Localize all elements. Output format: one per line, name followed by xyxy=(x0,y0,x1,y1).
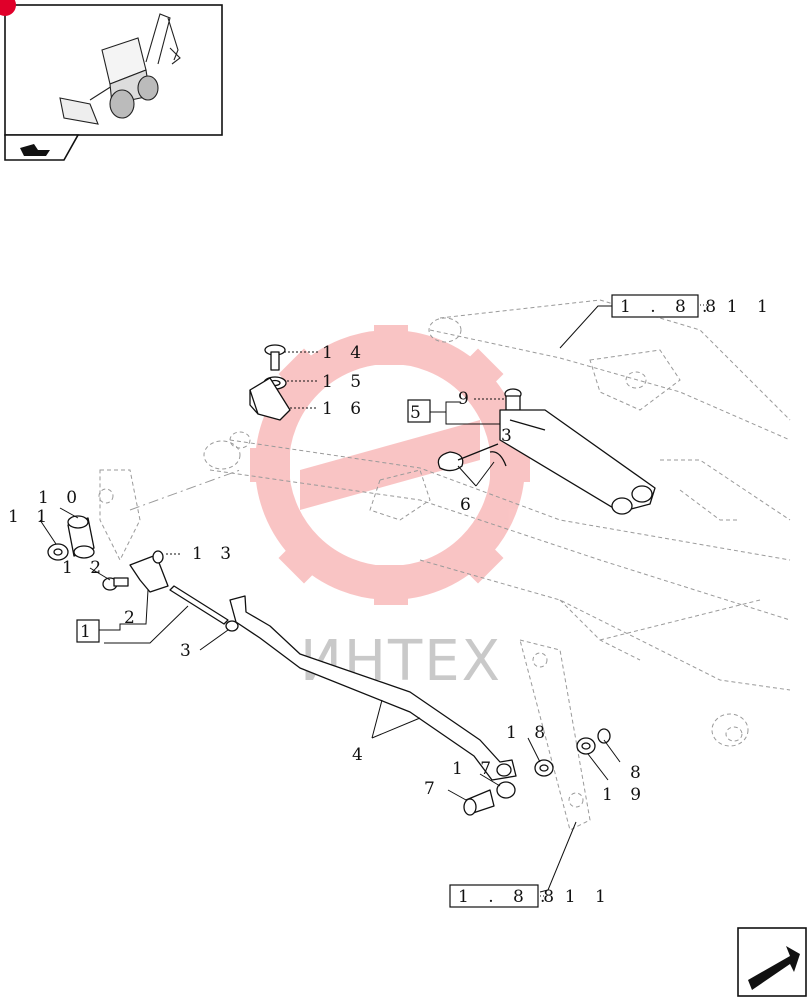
reference-box-top[interactable]: 1 . 8 8 xyxy=(611,294,723,318)
part-13-clip xyxy=(152,550,164,564)
callout-5[interactable]: 5 xyxy=(410,403,427,423)
part-5-upper-link xyxy=(499,409,656,515)
part-2-pin xyxy=(169,585,229,625)
part-17-washer xyxy=(496,781,516,799)
reference-top-suffix: . 1 1 xyxy=(702,297,775,317)
part-10-bushing xyxy=(67,515,95,559)
part-16-bracket xyxy=(249,377,291,421)
callout-7[interactable]: 7 xyxy=(424,779,441,799)
parts-artwork xyxy=(47,344,656,816)
callout-box-1 xyxy=(76,619,100,643)
callout-box-5 xyxy=(407,399,431,423)
next-page-button[interactable] xyxy=(737,927,807,997)
watermark-text: ИНТЕХ xyxy=(300,629,502,694)
backhoe-loader-icon xyxy=(59,13,181,125)
callout-15[interactable]: 1 5 xyxy=(322,372,367,392)
callout-10[interactable]: 1 0 xyxy=(38,488,83,508)
callout-labels: 1 4 1 5 1 6 9 3 5 6 1 0 1 1 1 3 1 2 1 2 … xyxy=(8,343,647,805)
part-7-bolt xyxy=(463,789,495,816)
reference-bottom-suffix: . 1 1 xyxy=(540,887,613,907)
callout-6[interactable]: 6 xyxy=(460,495,477,515)
part-9-plug xyxy=(504,388,522,411)
callout-12[interactable]: 1 2 xyxy=(62,558,107,578)
part-1-block xyxy=(129,554,169,593)
leader-lines xyxy=(39,304,708,897)
callout-9[interactable]: 9 xyxy=(458,389,475,409)
callout-4[interactable]: 4 xyxy=(352,745,369,765)
arrow-icon xyxy=(748,946,800,990)
callout-18[interactable]: 1 8 xyxy=(506,723,551,743)
callout-14[interactable]: 1 4 xyxy=(322,343,367,363)
callout-17[interactable]: 1 7 xyxy=(452,759,497,779)
corner-badge-icon xyxy=(0,0,16,16)
callout-8[interactable]: 8 xyxy=(630,763,647,783)
thumbnail-panel[interactable] xyxy=(0,0,223,161)
callout-13[interactable]: 1 3 xyxy=(192,544,237,564)
callout-11[interactable]: 1 1 xyxy=(8,507,53,527)
callout-1[interactable]: 1 xyxy=(80,622,97,642)
callout-3[interactable]: 3 xyxy=(180,641,197,661)
part-8-clip xyxy=(597,728,611,744)
next-page-arrow-icon xyxy=(20,144,50,156)
watermark-gear-logo xyxy=(250,325,530,605)
part-4-link-rod xyxy=(229,595,517,781)
part-6-pin-clip xyxy=(437,443,507,472)
callout-16[interactable]: 1 6 xyxy=(322,399,367,419)
part-12-bolt xyxy=(102,577,129,591)
callout-19[interactable]: 1 9 xyxy=(602,785,647,805)
reference-bottom-text: 1 . 8 8 xyxy=(458,887,561,907)
reference-top-text: 1 . 8 8 xyxy=(620,297,723,317)
part-14-bolt xyxy=(264,344,286,371)
reference-box-bottom[interactable]: 1 . 8 8 xyxy=(449,884,561,908)
part-3-washer xyxy=(225,620,239,632)
callout-3-upper[interactable]: 3 xyxy=(501,426,518,446)
callout-2[interactable]: 2 xyxy=(124,608,141,628)
